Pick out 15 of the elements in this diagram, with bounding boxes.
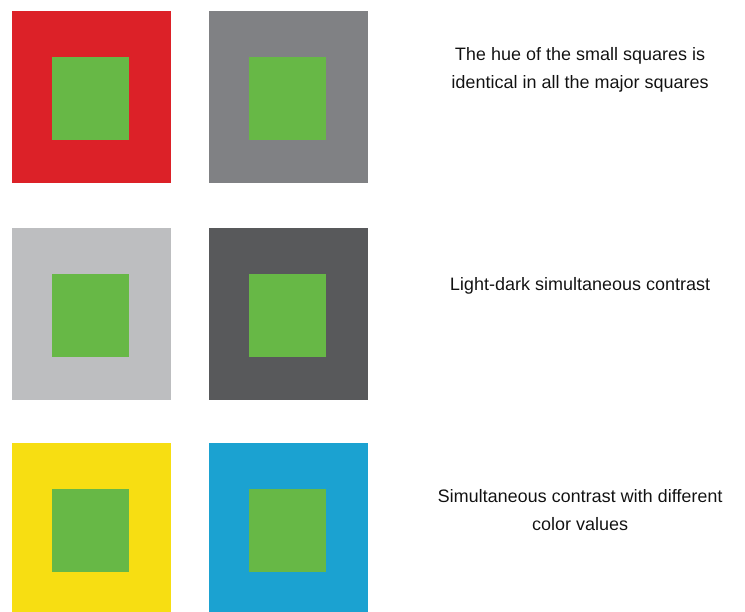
- caption-text: The hue of the small squares is identical in all the major squares: [450, 43, 710, 94]
- color-square: [209, 11, 368, 183]
- inner-square: [249, 274, 326, 357]
- inner-square: [249, 57, 326, 140]
- inner-square: [52, 57, 129, 140]
- color-square: [209, 228, 368, 400]
- color-square: [12, 11, 171, 183]
- color-square: [12, 228, 171, 400]
- color-square: [209, 443, 368, 612]
- inner-square: [249, 489, 326, 572]
- inner-square: [52, 489, 129, 572]
- color-square: [12, 443, 171, 612]
- caption-text: Light-dark simultaneous contrast: [448, 273, 712, 296]
- caption-text: Simultaneous contrast with different color values: [436, 485, 724, 536]
- inner-square: [52, 274, 129, 357]
